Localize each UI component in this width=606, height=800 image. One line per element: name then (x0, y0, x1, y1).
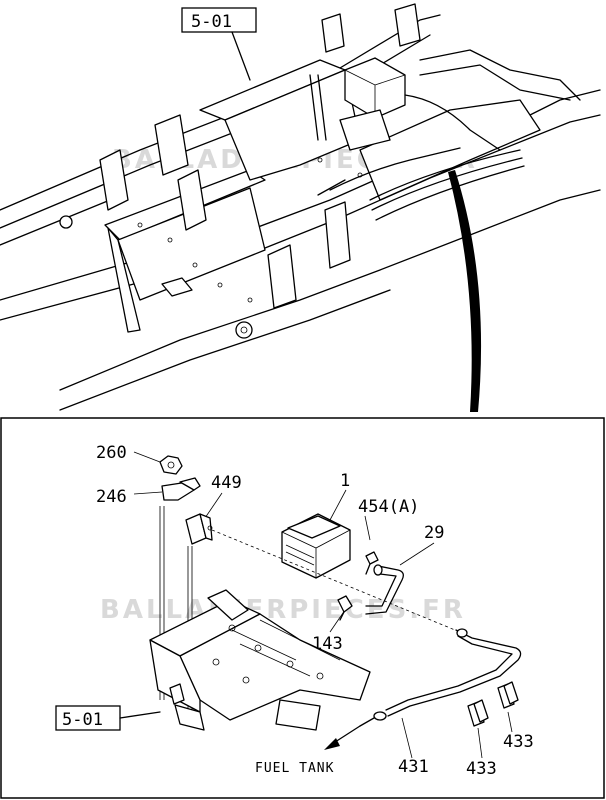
label-1: 1 (340, 471, 350, 491)
label-433-right: 433 (503, 732, 534, 752)
bracket-246-drawing (161, 477, 201, 501)
fuel-tank-arrow (324, 725, 361, 750)
label-433-left: 433 (466, 759, 497, 779)
label-431: 431 (398, 757, 429, 777)
dashed-route-line (211, 529, 456, 631)
lower-frame-drawing (149, 589, 371, 731)
canister-1-drawing (281, 513, 351, 579)
chassis-frame-drawing (0, 3, 601, 411)
fuel-tank-label: FUEL TANK (255, 761, 334, 776)
clip-143-drawing (337, 595, 353, 621)
label-246: 246 (96, 487, 127, 507)
tube-29-drawing (365, 564, 404, 615)
nut-260-drawing (159, 455, 183, 475)
top-ref-label: 5-01 (191, 12, 232, 32)
top-ref-leader (231, 31, 251, 81)
label-449: 449 (211, 473, 242, 493)
connector-433-drawing (467, 681, 519, 727)
watermark-bottom: BALLADIERPIECES.FR (100, 595, 466, 625)
fuel-line-431-drawing (359, 628, 522, 727)
bottom-ref-label: 5-01 (62, 710, 103, 730)
label-260: 260 (96, 443, 127, 463)
detail-panel-border (0, 417, 605, 799)
bolt-454a-drawing (365, 551, 379, 575)
bottom-ref-leader (119, 711, 161, 719)
label-454a: 454(A) (358, 497, 419, 517)
label-29: 29 (424, 523, 444, 543)
clip-449-drawing (185, 513, 213, 545)
detail-pointer-arrow (448, 170, 482, 412)
top-ref-box (181, 7, 257, 33)
